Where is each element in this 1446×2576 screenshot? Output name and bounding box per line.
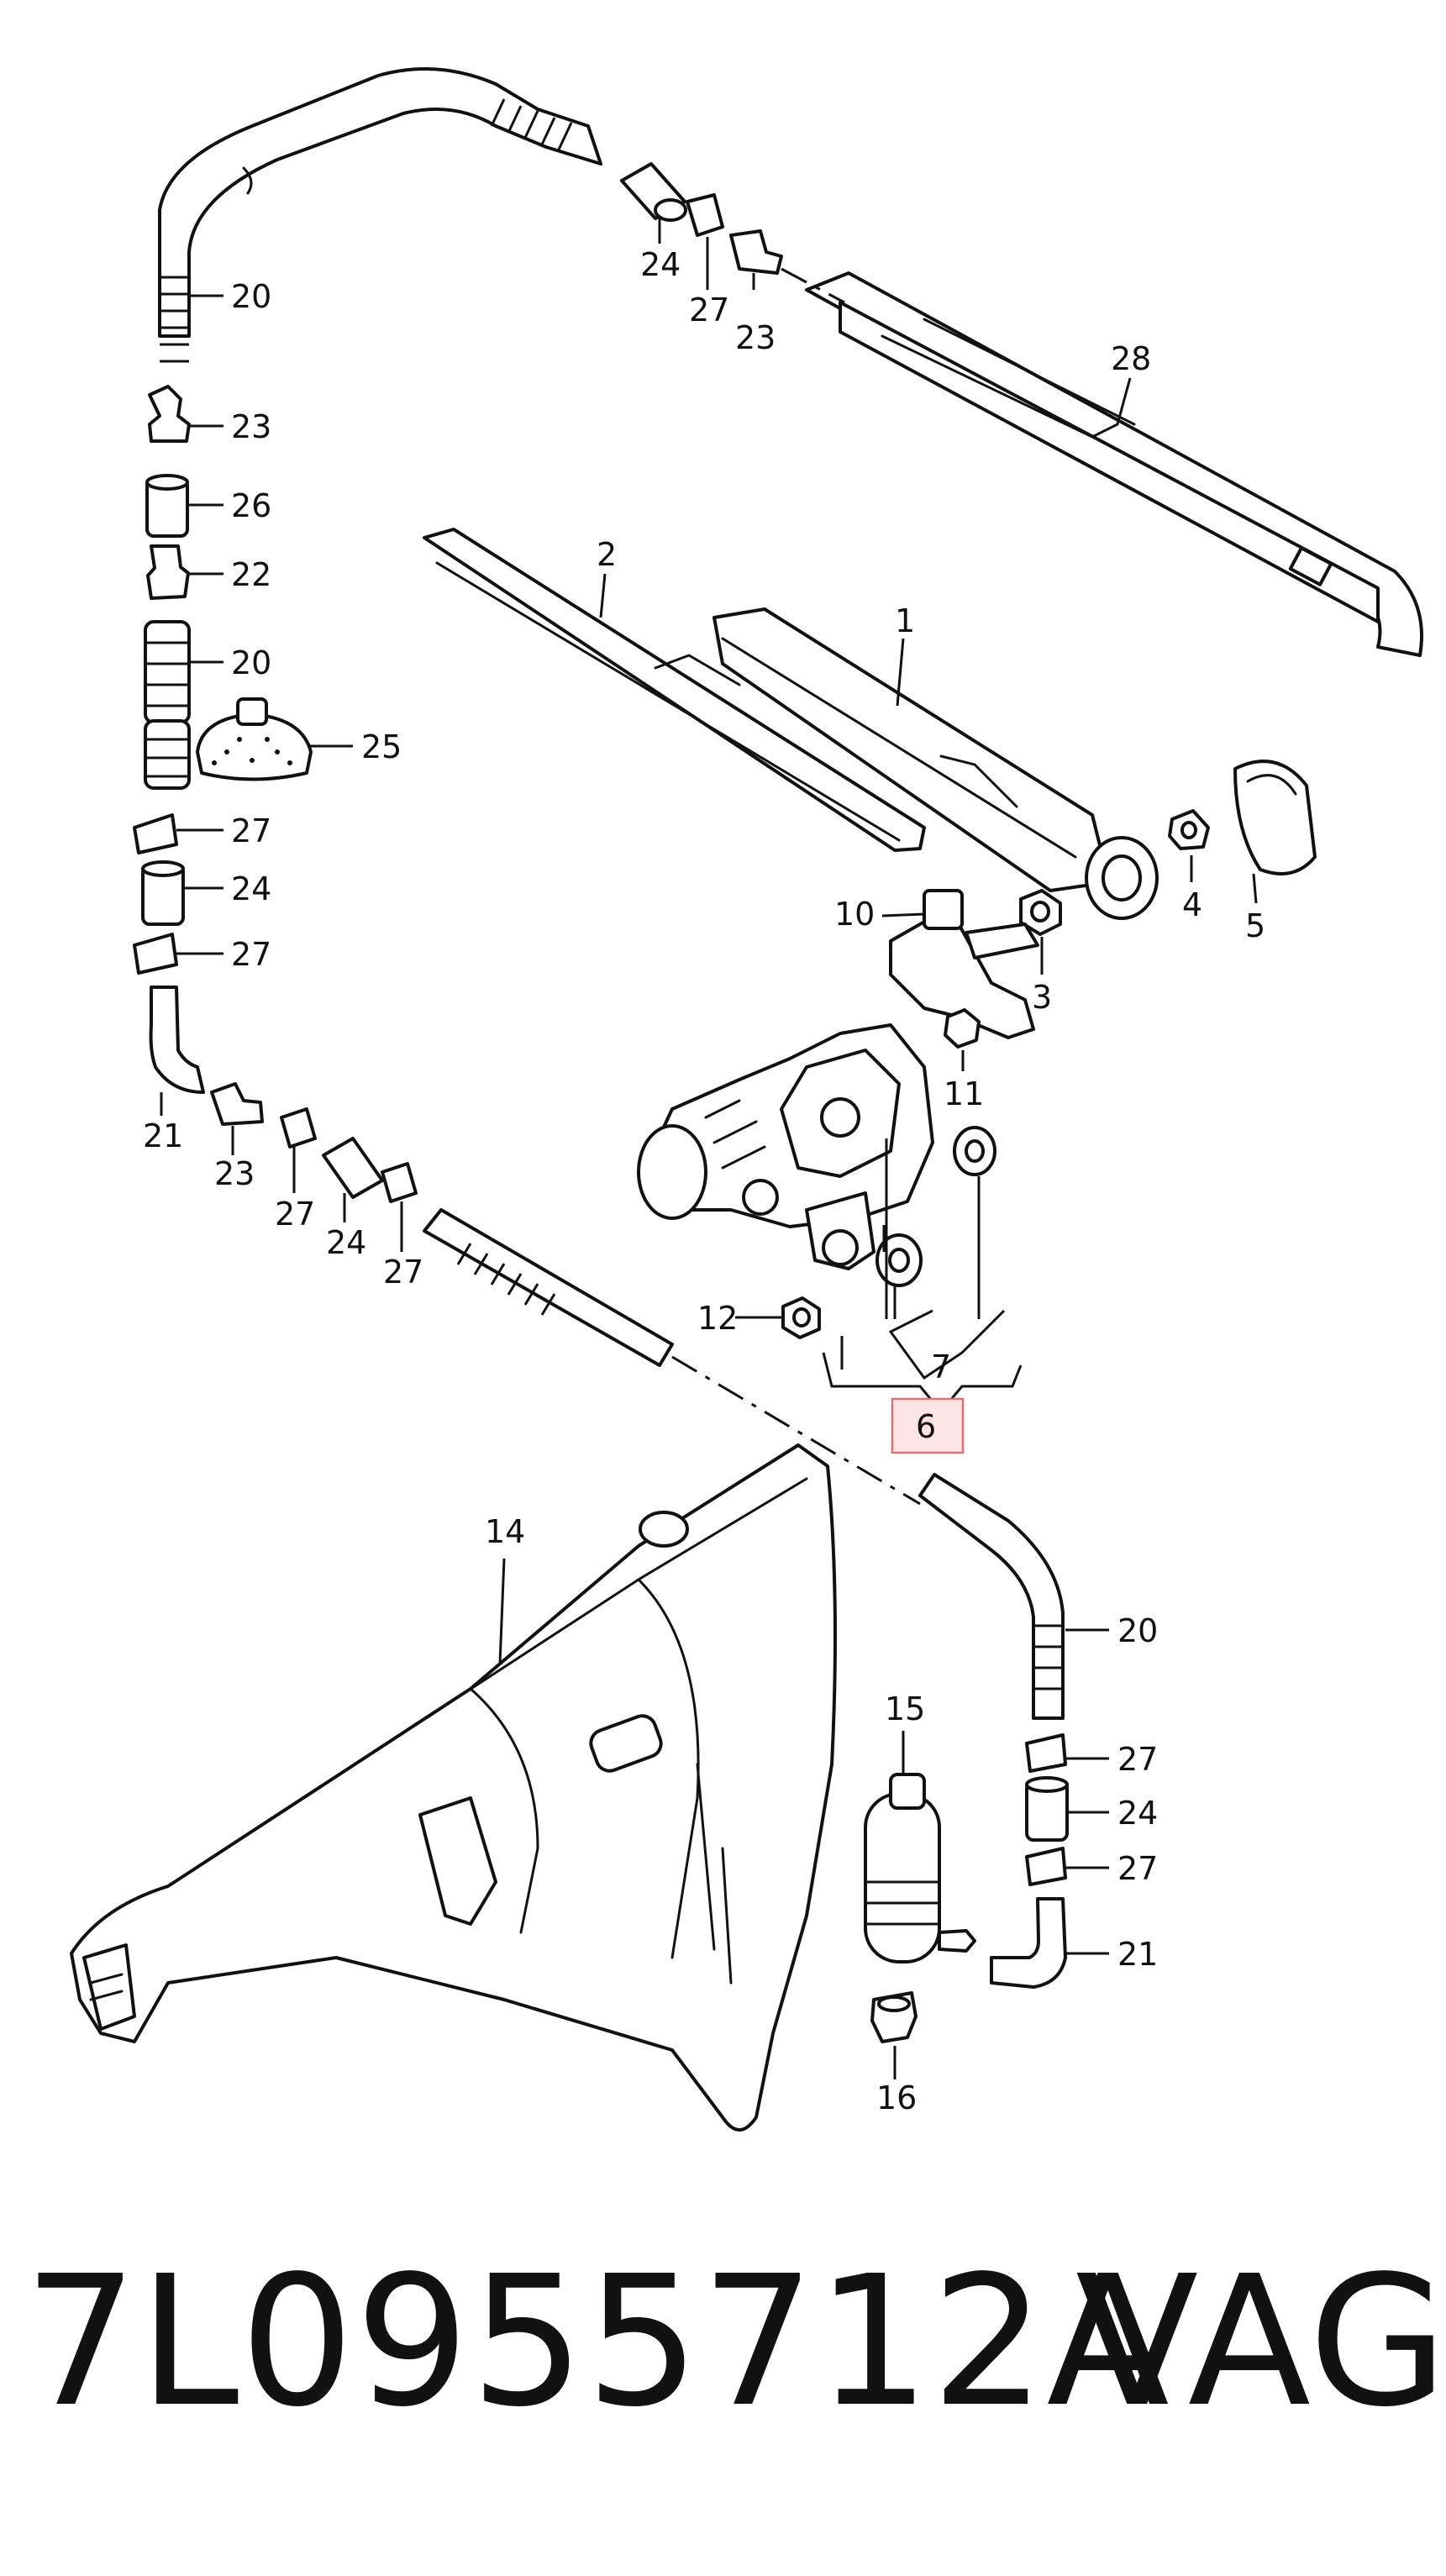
hose-clip-27-mid-b [381, 1162, 418, 1203]
hose-clip-27-left-b [133, 933, 178, 975]
hose-long-to-tank [423, 1208, 674, 1367]
wiper-arm-1 [712, 607, 1159, 920]
callout-27b: 27 [231, 936, 271, 973]
nut-3 [1019, 889, 1062, 936]
hose-connector-24-top [620, 162, 687, 222]
hose-upper-20 [158, 67, 602, 363]
hose-segment-20-mid [144, 620, 191, 724]
callout-23b: 23 [214, 1155, 255, 1192]
wiper-blade-2 [423, 528, 926, 852]
callout-15: 15 [885, 1690, 925, 1727]
callout-24d: 24 [1117, 1795, 1158, 1832]
callout-14: 14 [485, 1513, 525, 1550]
wiper-motor [637, 1023, 934, 1270]
washer-fluid-tank-14 [70, 1443, 837, 2132]
callout-12: 12 [697, 1300, 738, 1337]
nut-12 [781, 1296, 821, 1339]
callout-21a: 21 [143, 1117, 183, 1154]
callout-24c: 24 [640, 246, 681, 283]
hose-coupling-22 [146, 544, 190, 600]
leader-lines [160, 218, 1258, 2079]
callout-24b: 24 [326, 1224, 366, 1261]
callout-6-highlight [891, 1397, 965, 1454]
hose-clip-27-right-a [1025, 1733, 1067, 1773]
callout-21b: 21 [1117, 1936, 1158, 1973]
callout-27c: 27 [275, 1196, 315, 1233]
hose-clip-27-left-a [133, 813, 178, 854]
hose-lower-20 [918, 1473, 1065, 1720]
callout-25: 25 [361, 728, 402, 765]
callout-23c: 23 [735, 319, 776, 356]
hose-clip-27-top [686, 193, 724, 237]
callout-27f: 27 [1117, 1741, 1158, 1778]
callout-27g: 27 [1117, 1850, 1158, 1887]
callout-10: 10 [834, 896, 875, 933]
hose-elbow-21-right [990, 1897, 1067, 1989]
hose-connector-24-mid [322, 1137, 384, 1199]
guide-line-hose-to-blade [781, 267, 845, 304]
hose-coupling-23-mid [210, 1082, 264, 1126]
callout-20b: 20 [231, 644, 271, 681]
washer-pump-15 [864, 1773, 976, 1964]
callout-20c: 20 [1117, 1612, 1158, 1649]
guide-line-hose-to-tank [671, 1355, 921, 1506]
callout-26: 26 [231, 487, 271, 524]
hose-clip-27-right-b [1025, 1847, 1067, 1886]
wiper-blade-28 [805, 271, 1423, 657]
pump-grommet-16 [870, 1991, 918, 2043]
hose-connector-24-left [141, 860, 185, 926]
callout-6: 6 [916, 1408, 936, 1445]
callout-16: 16 [876, 2079, 917, 2116]
cap-seal-5 [1233, 760, 1317, 875]
callout-27e: 27 [689, 292, 729, 329]
hose-connector-26 [145, 474, 189, 538]
callout-24a: 24 [231, 870, 271, 907]
hose-coupling-23-left [148, 385, 191, 443]
callout-5: 5 [1245, 907, 1265, 944]
callout-28: 28 [1111, 340, 1151, 377]
callout-labels: 20 23 26 22 20 25 27 24 27 21 23 27 24 2… [143, 246, 1265, 2116]
nut-4 [1168, 809, 1210, 850]
callout-1: 1 [895, 602, 915, 639]
grommet-25 [196, 697, 313, 781]
callout-27d: 27 [383, 1254, 423, 1291]
callout-3: 3 [1032, 979, 1052, 1016]
hose-coupling-23-top [729, 229, 783, 275]
motor-bracket-10 [889, 889, 1039, 1039]
callout-11: 11 [944, 1075, 984, 1112]
hose-clip-27-mid-a [280, 1107, 317, 1149]
callout-22: 22 [231, 556, 271, 593]
hose-elbow-21-left [149, 986, 205, 1094]
callout-23a: 23 [231, 408, 271, 445]
brand-name: VAG [1075, 2237, 1446, 2447]
washer-7a [953, 1126, 996, 1176]
callout-27a: 27 [231, 812, 271, 849]
callout-20a: 20 [231, 278, 271, 315]
washer-7b [875, 1233, 923, 1287]
nut-11 [944, 1008, 981, 1049]
hose-connector-24-right [1025, 1776, 1069, 1842]
part-number: 7L0955712A [24, 2237, 1170, 2447]
callout-4: 4 [1182, 886, 1202, 923]
hose-segment-20-low [144, 719, 191, 790]
callout-7: 7 [931, 1348, 951, 1385]
callout-2: 2 [597, 536, 617, 573]
